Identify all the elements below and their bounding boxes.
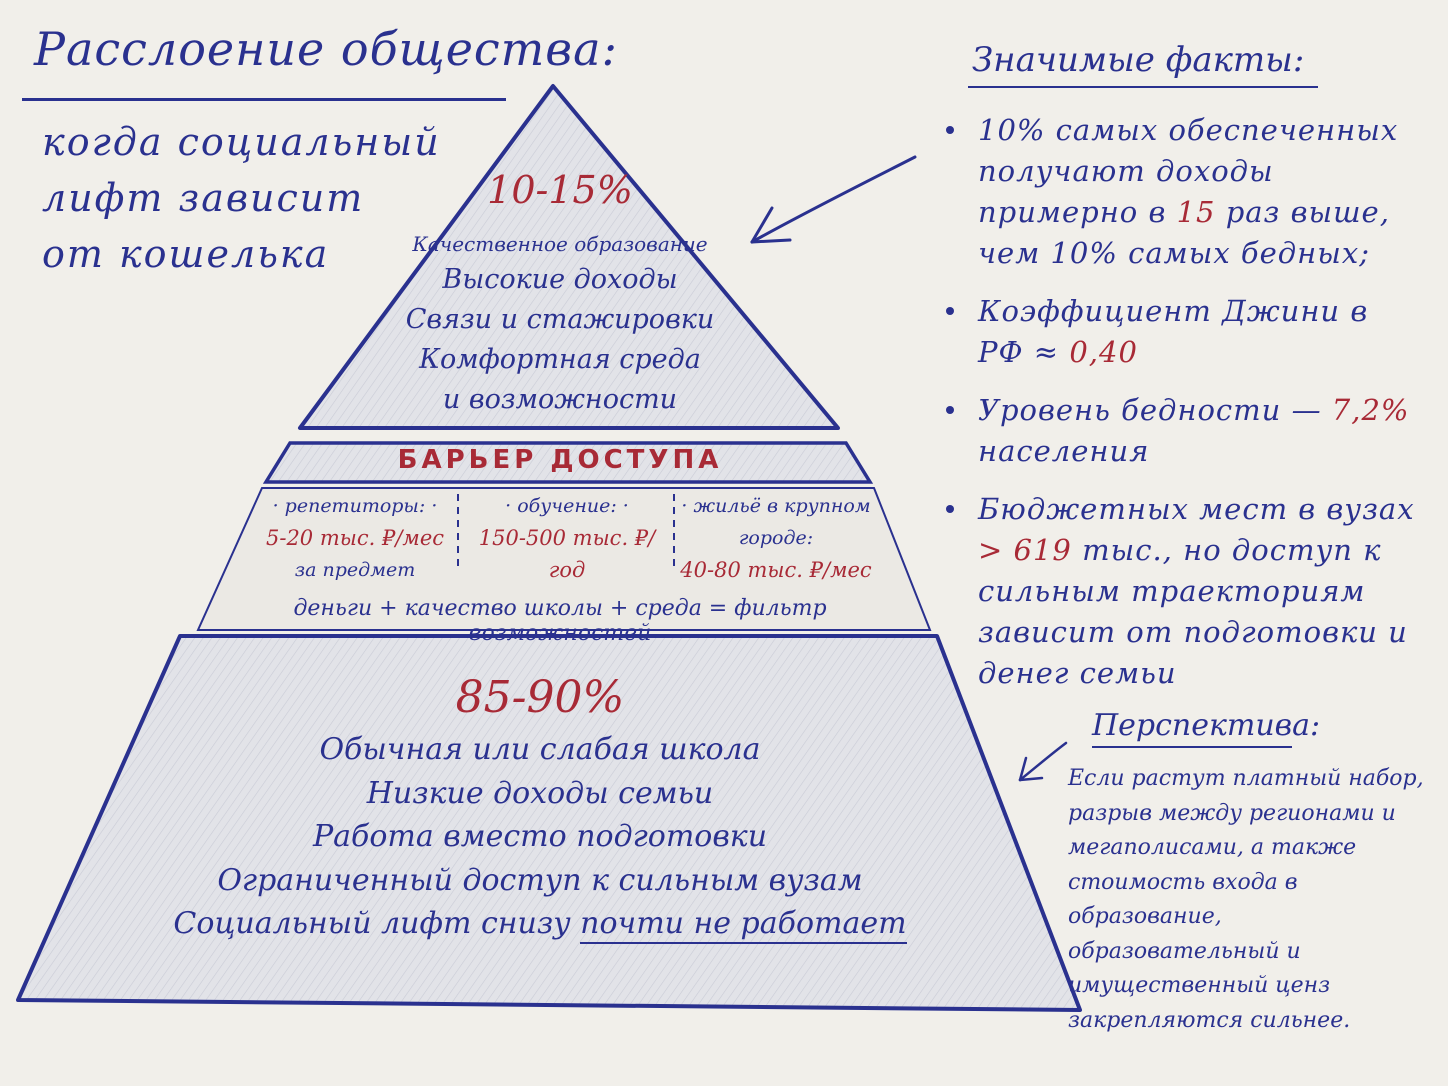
facts-list: 10% самых обеспеченных получают доходы п… xyxy=(940,110,1420,711)
barrier-column-label: · репетиторы: · xyxy=(272,495,438,517)
perspective-line: закрепляются сильнее. xyxy=(1068,1007,1351,1033)
pyramid-middle-tier xyxy=(196,487,932,631)
bottom-tier-line: Низкие доходы семьи xyxy=(366,775,714,811)
bottom-tier-line: Работа вместо подготовки xyxy=(312,819,768,854)
pyramid-top-tier xyxy=(298,84,840,430)
barrier-column-label: · жильё в крупном xyxy=(681,495,871,517)
barrier-column-education: · обучение: · 150-500 тыс. ₽/год xyxy=(462,490,672,586)
barrier-label: БАРЬЕР ДОСТУПА xyxy=(397,445,723,475)
bottom-tier-line-prefix: Социальный лифт снизу xyxy=(173,906,571,941)
barrier-column-housing: · жильё в крупном городе: 40-80 тыс. ₽/м… xyxy=(676,490,876,586)
perspective-line: образовательный и xyxy=(1068,938,1301,964)
fact-text: тыс., но доступ к сильным траекториям за… xyxy=(978,533,1408,690)
barrier-column-value: 5-20 тыс. ₽/мес xyxy=(265,526,445,550)
fact-highlight: 15 xyxy=(1176,195,1216,229)
facts-title-underline xyxy=(968,86,1318,88)
bottom-tier-line-emphasis: почти не работает xyxy=(580,906,907,944)
perspective-line: мегаполисами, а также xyxy=(1068,835,1357,860)
pyramid-bottom-tier xyxy=(16,634,1082,1012)
page-title: Расслоение общества: xyxy=(34,22,618,76)
fact-highlight: > 619 xyxy=(978,533,1072,567)
perspective-text: Если растут платный набор, разрыв между … xyxy=(1068,762,1428,1038)
subtitle-line: от кошелька xyxy=(42,232,330,276)
top-tier-line: Комфортная среда xyxy=(419,344,701,375)
bullet-icon xyxy=(946,126,954,134)
top-tier-lines: Качественное образование Высокие доходы … xyxy=(330,228,790,420)
fact-highlight: 0,40 xyxy=(1069,335,1138,369)
barrier-column-label: городе: xyxy=(738,527,814,549)
subtitle: когда социальный лифт зависит от кошельк… xyxy=(42,114,441,282)
barrier-column-tutors: · репетиторы: · 5-20 тыс. ₽/мес за предм… xyxy=(255,490,455,586)
fact-item: 10% самых обеспеченных получают доходы п… xyxy=(940,110,1420,274)
arrow-icon xyxy=(1018,741,1068,782)
fact-item: Уровень бедности — 7,2% населения xyxy=(940,390,1420,472)
perspective-line: стоимость входа в xyxy=(1068,869,1298,895)
top-tier-line: Высокие доходы xyxy=(442,264,678,295)
bullet-icon xyxy=(946,505,954,513)
perspective-line: образование, xyxy=(1068,904,1222,929)
fact-text: Бюджетных мест в вузах xyxy=(978,492,1415,526)
subtitle-line: лифт зависит xyxy=(42,176,365,220)
fact-text: Коэффициент Джини в РФ ≈ xyxy=(978,294,1369,369)
bottom-tier-line: Обычная или слабая школа xyxy=(319,732,761,767)
perspective-line: разрыв между регионами и xyxy=(1068,800,1396,826)
fact-text: Уровень бедности — xyxy=(978,393,1332,427)
fact-item: Бюджетных мест в вузах > 619 тыс., но до… xyxy=(940,489,1420,694)
bullet-icon xyxy=(946,406,954,414)
bottom-tier-percent: 85-90% xyxy=(455,672,625,723)
subtitle-line: когда социальный xyxy=(42,120,441,164)
fact-text: раз выше, чем 10% самых бедных; xyxy=(978,195,1390,270)
perspective-line: имущественный ценз xyxy=(1068,973,1331,998)
perspective-title-underline xyxy=(1092,746,1292,748)
barrier-column-value: 150-500 тыс. ₽/год xyxy=(478,526,656,582)
barrier-column-value: 40-80 тыс. ₽/мес xyxy=(680,558,872,582)
bottom-tier-line-last: Социальный лифт снизу почти не работает xyxy=(160,902,920,946)
fact-text: населения xyxy=(978,434,1150,468)
barrier-column-note: за предмет xyxy=(294,559,416,581)
barrier-column-label: · обучение: · xyxy=(505,495,629,517)
fact-highlight: 7,2% xyxy=(1331,393,1410,427)
fact-text: 10% самых обеспеченных получают доходы п… xyxy=(978,113,1399,229)
top-tier-line: Качественное образование xyxy=(412,232,708,256)
top-tier-line: Связи и стажировки xyxy=(405,304,715,335)
bottom-tier-lines: Обычная или слабая школа Низкие доходы с… xyxy=(160,728,920,946)
title-underline xyxy=(22,98,506,101)
fact-item: Коэффициент Джини в РФ ≈ 0,40 xyxy=(940,291,1420,373)
top-tier-line: и возможности xyxy=(442,384,678,415)
facts-title: Значимые факты: xyxy=(972,40,1305,80)
top-tier-percent: 10-15% xyxy=(487,168,633,212)
arrow-icon xyxy=(750,155,917,244)
perspective-title: Перспектива: xyxy=(1092,708,1321,743)
bottom-tier-line: Ограниченный доступ к сильным вузам xyxy=(217,862,863,898)
perspective-line: Если растут платный набор, xyxy=(1068,766,1424,791)
barrier-formula: деньги + качество школы + среда = фильтр… xyxy=(293,596,827,646)
barrier-band xyxy=(262,441,874,484)
bullet-icon xyxy=(946,307,954,315)
